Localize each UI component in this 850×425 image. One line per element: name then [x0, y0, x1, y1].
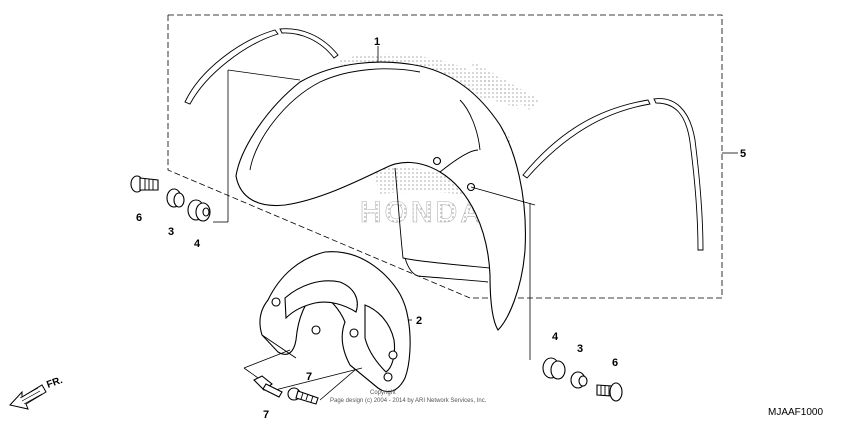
- screw-left: [253, 375, 283, 398]
- stripe-decal-right: [522, 98, 704, 251]
- front-fender: [235, 61, 526, 331]
- bolt-right: [596, 382, 623, 402]
- callout-4-right: 4: [552, 331, 559, 343]
- callout-6-right: 6: [612, 357, 618, 369]
- grommet-right: [542, 357, 566, 380]
- callout-2: 2: [416, 315, 422, 327]
- watermark-honda-text: HONDA: [360, 196, 485, 229]
- diagram-code: MJAAF1000: [768, 407, 823, 418]
- callout-5: 5: [740, 148, 746, 160]
- fender-stay-bracket: [259, 251, 411, 393]
- screw-right: [287, 387, 319, 405]
- callout-3-left: 3: [168, 226, 174, 238]
- stripe-decal-left: [184, 28, 339, 105]
- grommet-left: [187, 199, 211, 222]
- callout-4-left: 4: [194, 238, 201, 250]
- copyright-line-1: Copyright: [370, 390, 396, 396]
- collar-right: [570, 371, 588, 389]
- assembly-boundary: [167, 14, 723, 299]
- callout-3-right: 3: [577, 343, 583, 355]
- callout-6-left: 6: [136, 212, 142, 224]
- callout-7-right: 7: [306, 371, 312, 383]
- callout-7-left: 7: [263, 409, 269, 421]
- callout-1: 1: [374, 36, 380, 48]
- copyright-line-2: Page design (c) 2004 - 2014 by ARI Netwo…: [330, 398, 487, 404]
- bolt-left: [130, 175, 159, 193]
- direction-label: FR.: [45, 375, 64, 391]
- collar-left: [166, 188, 185, 208]
- forward-arrow-icon: [9, 384, 47, 410]
